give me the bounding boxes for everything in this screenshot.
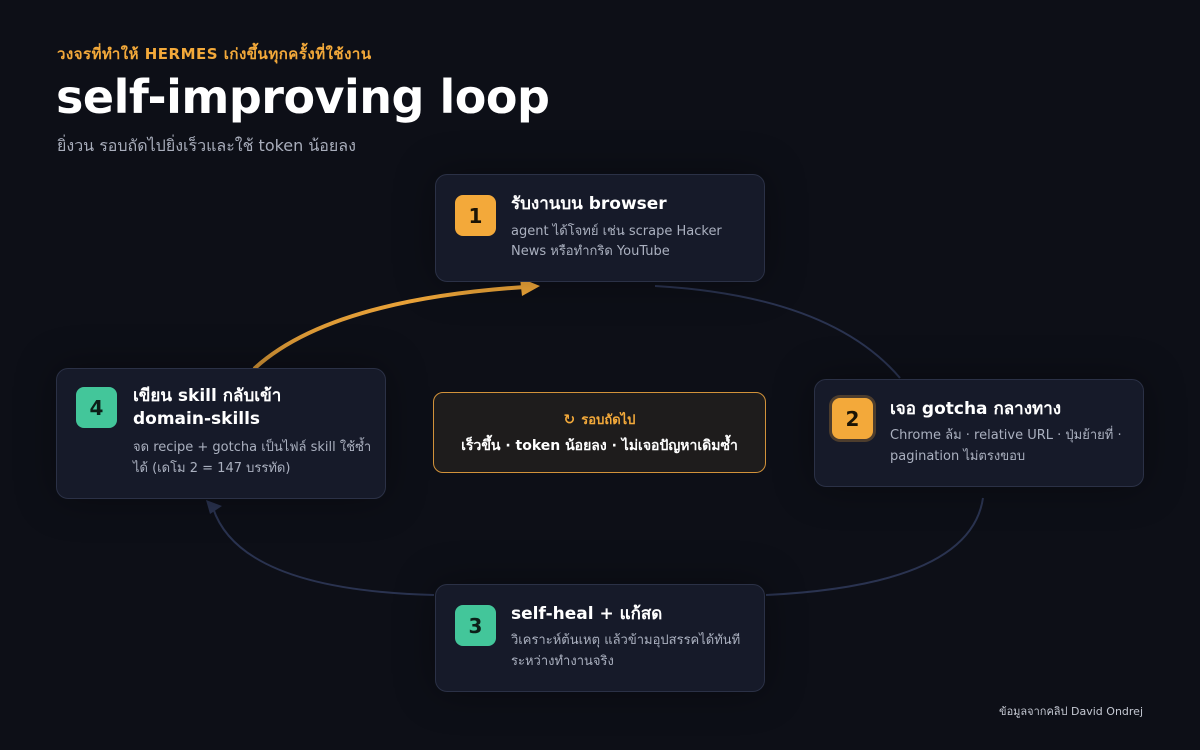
connector-3-to-4 — [212, 507, 435, 596]
step-badge-1: 1 — [455, 195, 496, 236]
step-badge-4: 4 — [76, 387, 117, 428]
step-title-4a: เขียน skill กลับเข้า — [133, 386, 282, 406]
connector-4-to-1 — [253, 285, 527, 370]
next-round-box: ↻ รอบถัดไป เร็วขึ้น · token น้อยลง · ไม่เ… — [433, 392, 766, 473]
next-round-label-row: ↻ รอบถัดไป — [434, 409, 765, 430]
arrowhead-3-to-4 — [206, 500, 222, 514]
step-card-3: 3 self-heal + แก้สด วิเคราะห์ต้นเหตุ แล้… — [435, 584, 765, 692]
step-desc-4a: จด recipe + gotcha เป็นไฟล์ skill ใช้ซ้ำ — [133, 440, 372, 455]
loop-arrow-icon: ↻ — [563, 412, 576, 428]
next-round-label: รอบถัดไป — [581, 413, 636, 428]
step-badge-2: 2 — [832, 398, 873, 439]
connector-1-to-2 — [654, 285, 901, 379]
page-subtitle: ยิ่งวน รอบถัดไปยิ่งเร็วและใช้ token น้อย… — [57, 136, 356, 155]
step-desc-1a: agent ได้โจทย์ เช่น scrape Hacker — [511, 224, 722, 239]
step-desc-4b: ได้ (เดโม 2 = 147 บรรทัด) — [133, 461, 291, 476]
step-title-2: เจอ gotcha กลางทาง — [890, 399, 1062, 419]
next-round-text: เร็วขึ้น · token น้อยลง · ไม่เจอปัญหาเดิ… — [461, 438, 738, 454]
step-desc-3a: วิเคราะห์ต้นเหตุ แล้วข้ามอุปสรรคได้ทันที — [511, 633, 741, 648]
step-title-3: self-heal + แก้สด — [511, 604, 663, 624]
source-credit: ข้อมูลจากคลิป David Ondrej — [999, 705, 1143, 718]
step-desc-1b: News หรือทำกริด YouTube — [511, 244, 670, 259]
step-title-1: รับงานบน browser — [511, 194, 667, 214]
step-desc-2b: pagination ไม่ตรงขอบ — [890, 449, 1026, 464]
step-card-2: 2 เจอ gotcha กลางทาง Chrome ล้ม · relati… — [814, 379, 1144, 487]
step-card-1: 1 รับงานบน browser agent ได้โจทย์ เช่น s… — [435, 174, 765, 282]
eyebrow-text: วงจรที่ทำให้ HERMES เก่งขึ้นทุกครั้งที่ใ… — [57, 45, 372, 63]
step-card-4: 4 เขียน skill กลับเข้า domain-skills จด … — [56, 368, 386, 499]
step-desc-2a: Chrome ล้ม · relative URL · ปุ่มย้ายที่ … — [890, 428, 1122, 443]
connector-2-to-3 — [765, 497, 984, 596]
arrowhead-4-to-1 — [520, 278, 540, 296]
step-desc-3b: ระหว่างทำงานจริง — [511, 654, 614, 669]
step-title-4b: domain-skills — [133, 409, 261, 429]
page-title: self-improving loop — [56, 70, 550, 124]
step-badge-3: 3 — [455, 605, 496, 646]
